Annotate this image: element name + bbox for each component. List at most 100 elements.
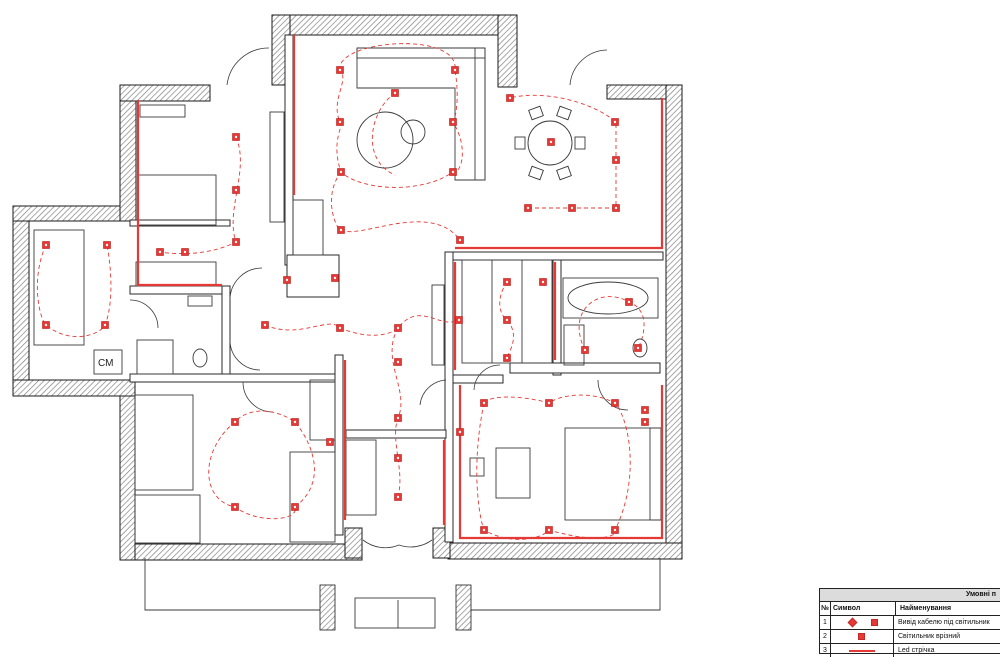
recessed-light-icon [394,493,402,501]
legend-title: Умовні п [820,589,1000,602]
washing-machine [93,349,123,375]
terrace-outline [144,558,326,630]
recessed-light-icon [391,89,399,97]
cable-outlet-icon [847,617,858,628]
shower [136,339,174,375]
recessed-light-icon [625,298,633,306]
recessed-light-icon [337,168,345,176]
door-swing [229,339,261,371]
recessed-light-icon [326,438,334,446]
recessed-light-icon [156,248,164,256]
recessed-light-icon [503,316,511,324]
partition-bath-left [552,259,562,376]
kitchen-island [292,199,324,256]
wiring-path [336,43,463,188]
recessed-light-icon [547,138,555,146]
partition-upper-kitchen [129,219,231,227]
door-swing [362,539,400,549]
entry-columns [319,584,472,631]
door-swing [597,379,629,411]
led-strip-icon [849,650,875,652]
partition-bedroom-top [452,374,504,384]
wardrobe-middle [461,259,553,364]
partition-kitchen-box [286,254,340,298]
wiring-path [578,296,645,351]
coffee-table-large [356,111,414,169]
bed-lower-right [564,427,662,521]
wiring-path [264,315,460,336]
recessed-light-icon [449,118,457,126]
recessed-light-icon [480,526,488,534]
partition-bedroom-left [284,34,294,266]
interior-walls [129,34,664,543]
legend-col-no: № [820,602,831,615]
bed-upper-left [137,174,217,226]
recessed-light-icon [103,241,111,249]
recessed-light-icon [42,321,50,329]
recessed-light-icon [394,358,402,366]
partition-lower-left-top [129,373,336,383]
terrace-outline [469,558,661,630]
column [455,584,472,631]
shelving-lower-left [309,379,336,441]
legend-row-no: 3 [820,644,831,657]
toilet-bath [632,338,648,358]
bed-lower-left [289,451,336,543]
legend-row-symbol [831,616,894,629]
recessed-light-icon [232,186,240,194]
legend-header-row: № Символ Найменування [820,602,1000,616]
recessed-light-icon [283,276,291,284]
recessed-light-icon [568,204,576,212]
fixtures [42,66,649,534]
recessed-light-icon [581,346,589,354]
column [319,584,336,631]
legend-row-3: 3 Led стрічка [820,644,1000,657]
recessed-light-icon [503,354,511,362]
dining-chair [574,136,586,150]
recessed-light-icon [612,156,620,164]
door-swing [229,267,263,301]
cable-outlet-icon [871,619,878,626]
recessed-light-icon [331,274,339,282]
partition-wc-right [221,285,231,382]
sofa-arm [474,47,486,181]
legend-row-name: Led стрічка [898,647,935,654]
partition-bath-top [452,251,664,261]
wall-annex-top [12,205,122,222]
recessed-light-icon [611,118,619,126]
recessed-light-icon [101,321,109,329]
wiring-path [476,394,631,540]
led-strip [136,100,222,287]
wall-annex-bottom [12,379,136,397]
recessed-light-icon [336,66,344,74]
recessed-light-icon [394,454,402,462]
recessed-light-icon [291,418,299,426]
corridor-wardrobe [345,439,377,516]
led-strips [136,35,664,540]
dining-chair [528,105,544,121]
recessed-light-icon [506,94,514,102]
wardrobe-lower-left [134,394,194,491]
recessed-light-icon [337,226,345,234]
wall-top-center [271,14,518,36]
sofa-back [356,47,486,59]
door-swing [398,539,433,548]
recessed-light-icon [456,428,464,436]
kitchen-cabinets [269,111,285,223]
wall-left-annex [12,205,30,397]
recessed-light-icon [336,324,344,332]
recessed-light-icon [336,118,344,126]
wall-bottom-right [447,542,683,560]
legend-row-symbol [831,644,894,657]
led-strip [455,98,664,250]
wardrobe-upper-left [135,261,217,287]
recessed-light-icon [232,133,240,141]
recessed-light-icon [480,399,488,407]
recessed-light-icon [42,241,50,249]
recessed-light-icon [545,526,553,534]
dining-chair [514,136,526,150]
dining-table [527,120,573,166]
wall-upper-left-top [119,84,211,102]
dining-chair [556,165,572,181]
recessed-light-icon [612,204,620,212]
